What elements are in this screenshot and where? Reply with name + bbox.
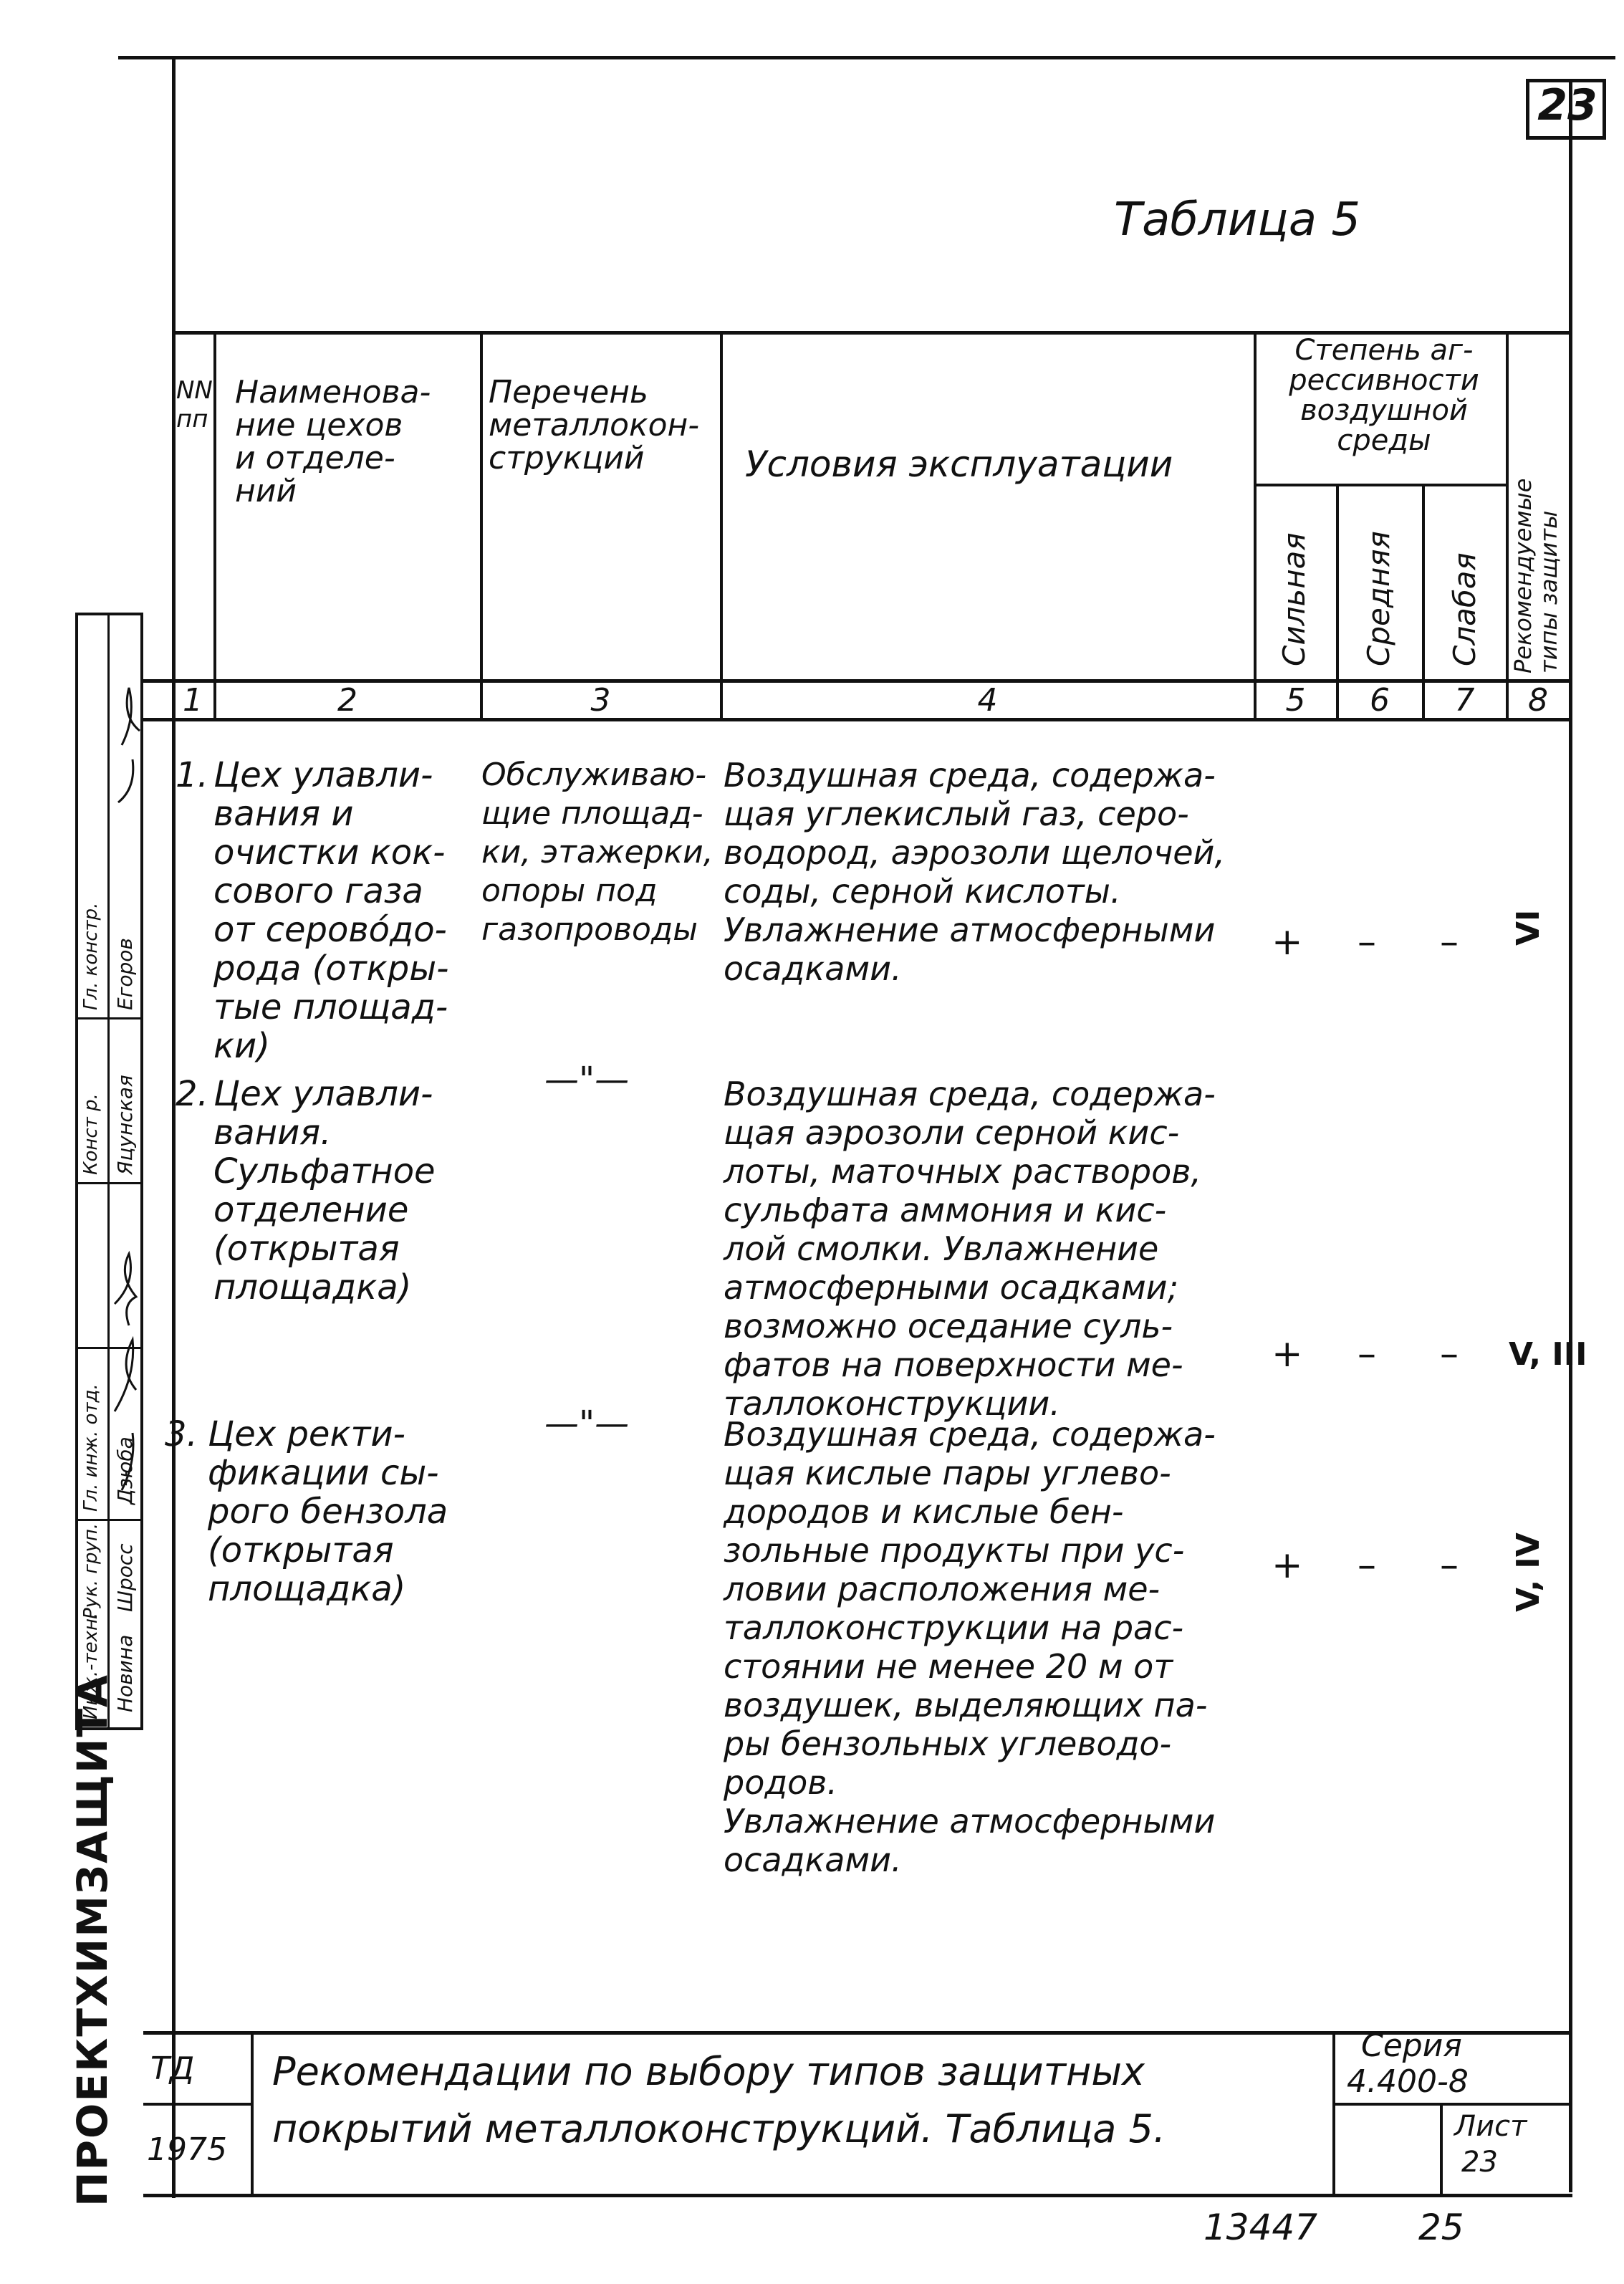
- row-1-conditions: Воздушная среда, содержа- щая углекислый…: [724, 756, 1226, 988]
- footer-inventory: 13447: [1203, 2207, 1318, 2248]
- col-line-3: [720, 331, 723, 721]
- titleblock-v2: [1332, 2031, 1335, 2196]
- colnum-8: 8: [1528, 682, 1548, 719]
- titleblock-v1: [251, 2031, 254, 2196]
- row-3-protection: V, IV: [1510, 1532, 1547, 1612]
- row-3-conditions: Воздушная среда, содержа- щая кислые пар…: [724, 1415, 1216, 1879]
- header-recommended: Рекомендуемые типы защиты: [1509, 478, 1562, 673]
- header-bottom-line: [143, 679, 1572, 683]
- colnum-1: 1: [183, 682, 203, 719]
- sheet-value: 23: [1461, 2146, 1498, 2179]
- row-2-list: —"—: [544, 1060, 630, 1100]
- row-3-weak: –: [1440, 1544, 1459, 1587]
- row-2-protection: V, III: [1509, 1336, 1587, 1373]
- frame-left: [172, 56, 176, 2198]
- header-sub-line: [1254, 484, 1508, 486]
- row-3-name: Цех ректи- фикации сы- рого бензола (отк…: [208, 1414, 448, 1609]
- row-3-list: —"—: [544, 1403, 630, 1444]
- colnum-bottom-line: [143, 718, 1572, 721]
- row-1-strong: +: [1272, 921, 1303, 964]
- titleblock-mid-right: [1332, 2103, 1572, 2106]
- header-medium: Средняя: [1361, 531, 1396, 666]
- sheet-number: 23: [1537, 80, 1597, 130]
- stamp-row-line-4: [75, 1519, 143, 1521]
- year-label: 1975: [147, 2131, 227, 2168]
- frame-top: [118, 56, 1615, 59]
- colnum-2: 2: [337, 682, 357, 719]
- row-3-strong: +: [1272, 1544, 1303, 1587]
- row-3-num: 3.: [165, 1414, 198, 1454]
- title-line-2: покрытий металлоконструкций. Таблица 5.: [272, 2106, 1166, 2151]
- td-label: ТД: [150, 2050, 195, 2087]
- row-1-name: Цех улавли- вания и очистки кок- сового …: [213, 755, 449, 1066]
- header-list: Перечень металлокон- струкций: [489, 374, 700, 476]
- table-top-line: [172, 331, 1572, 335]
- col-line-1: [213, 331, 216, 721]
- col-line-7: [1506, 331, 1509, 721]
- frame-bottom: [143, 2194, 1572, 2197]
- col-line-6: [1422, 484, 1425, 721]
- header-strong: Сильная: [1277, 532, 1312, 666]
- stamp-row-line-1: [75, 1017, 143, 1019]
- titleblock-top: [143, 2031, 1572, 2035]
- table-caption: Таблица 5: [1114, 193, 1361, 246]
- row-1-num: 1.: [176, 755, 208, 795]
- col-line-2: [480, 331, 483, 721]
- header-weak: Слабая: [1447, 552, 1482, 666]
- row-2-strong: +: [1272, 1333, 1303, 1376]
- row-2-medium: –: [1358, 1333, 1376, 1376]
- header-name: Наименова- ние цехов и отделе- ний: [235, 374, 431, 509]
- frame-right: [1569, 79, 1572, 2192]
- stamp-split: [107, 613, 110, 1730]
- sheet-label: Лист: [1454, 2110, 1527, 2143]
- row-2-weak: –: [1440, 1333, 1459, 1376]
- header-conditions: Условия эксплуатации: [745, 443, 1173, 485]
- titleblock-v3: [1440, 2103, 1443, 2196]
- stamp-row-line-3: [75, 1347, 143, 1349]
- series-value: 4.400-8: [1347, 2063, 1469, 2100]
- row-2-num: 2.: [176, 1074, 208, 1114]
- series-label: Серия: [1361, 2028, 1462, 2064]
- colnum-3: 3: [590, 682, 611, 719]
- row-2-conditions: Воздушная среда, содержа- щая аэрозоли с…: [724, 1075, 1216, 1423]
- sheet-number-box: [1526, 79, 1606, 140]
- col-line-4: [1254, 331, 1257, 721]
- header-aggressiveness: Степень аг- рессивности воздушной среды: [1289, 334, 1479, 457]
- colnum-5: 5: [1285, 682, 1306, 719]
- colnum-6: 6: [1370, 682, 1390, 719]
- titleblock-mid-left: [143, 2103, 251, 2106]
- row-3-medium: –: [1358, 1544, 1376, 1587]
- handwritten-signatures: [113, 687, 140, 1491]
- row-1-protection: VI: [1510, 909, 1547, 946]
- header-num: NN пп: [176, 376, 213, 433]
- col-line-5: [1336, 484, 1339, 721]
- stamp-row-line-2: [75, 1182, 143, 1184]
- row-2-name: Цех улавли- вания. Сульфатное отделение …: [213, 1074, 436, 1307]
- org-name: ПРОЕКТХИМЗАЩИТА: [68, 1674, 117, 2207]
- title-line-1: Рекомендации по выбору типов защитных: [272, 2049, 1145, 2094]
- row-1-medium: –: [1358, 921, 1376, 964]
- colnum-7: 7: [1454, 682, 1475, 719]
- footer-page: 25: [1418, 2207, 1464, 2248]
- row-1-list: Обслуживаю- щие площад- ки, этажерки, оп…: [481, 757, 713, 948]
- colnum-4: 4: [977, 682, 998, 719]
- row-1-weak: –: [1440, 921, 1459, 964]
